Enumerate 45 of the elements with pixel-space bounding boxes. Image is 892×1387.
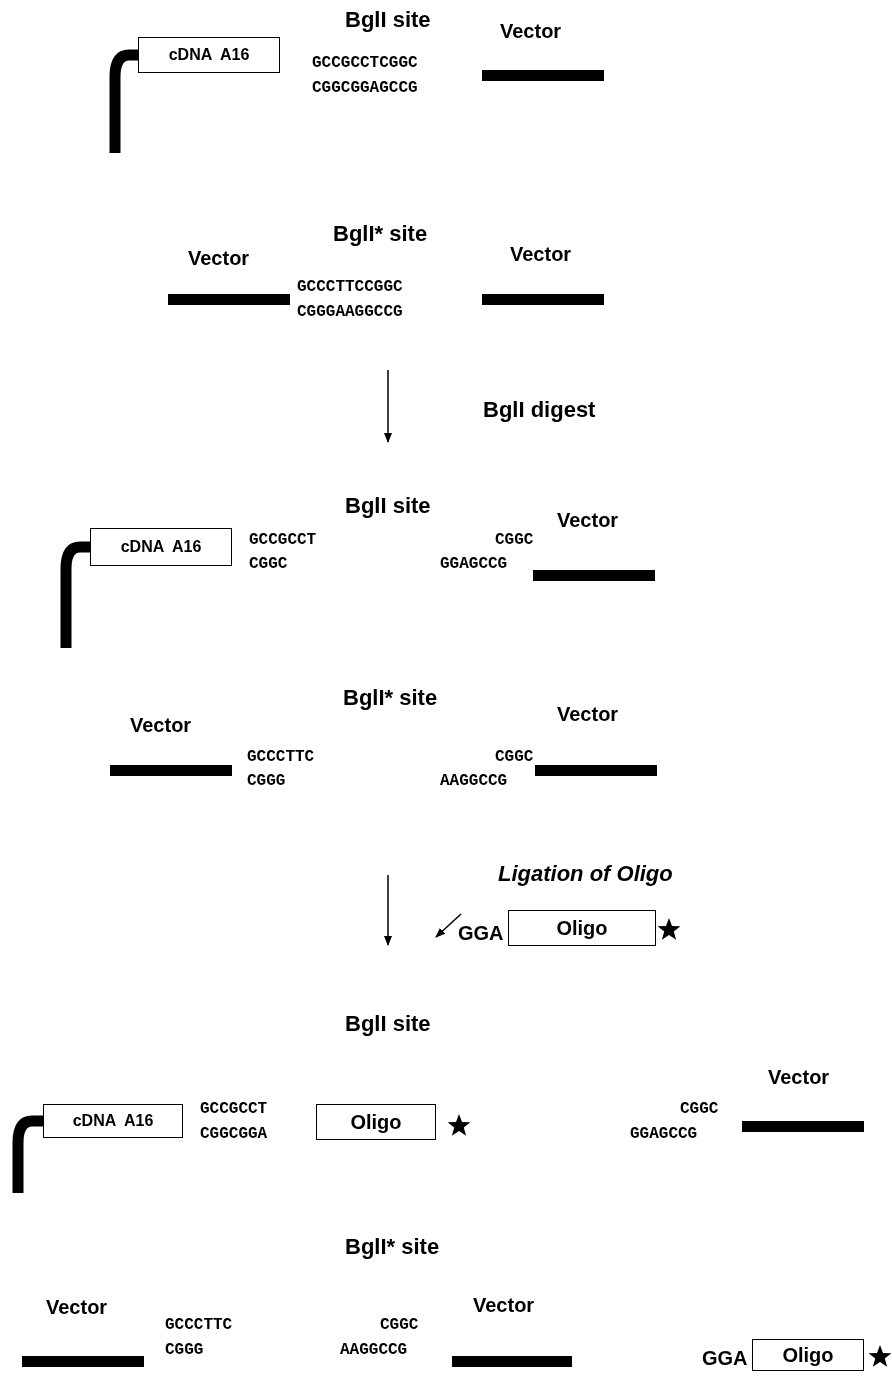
sequence-text: CGGCGGA xyxy=(200,1126,268,1144)
sequence-text: CGGC xyxy=(380,1317,419,1335)
sequence-text: CGGG xyxy=(165,1342,204,1360)
labelled-box: cDNA A16 xyxy=(43,1104,183,1138)
sequence-text: GGA xyxy=(702,1347,748,1369)
part-label: Vector xyxy=(768,1066,830,1088)
sequence-text: CGGGAAGGCCG xyxy=(297,304,403,322)
part-label: Vector xyxy=(557,509,619,531)
labelled-box: Oligo xyxy=(508,910,656,946)
sequence-text: GCCCTTCCGGC xyxy=(297,279,403,297)
sequence-text: CGGCGGAGCCG xyxy=(312,80,418,98)
part-label: Vector xyxy=(130,714,192,736)
heading: BglI digest xyxy=(483,398,596,423)
sequence-text: GCCGCCT xyxy=(200,1101,268,1119)
heading: BglI site xyxy=(345,494,431,519)
sequence-text: GGAGCCG xyxy=(630,1126,698,1144)
heading: BglI* site xyxy=(333,222,428,247)
sequence-text: CGGC xyxy=(680,1101,719,1119)
sequence-text: AAGGCCG xyxy=(340,1342,408,1360)
part-label: Vector xyxy=(557,703,619,725)
sequence-text: CGGC xyxy=(495,532,534,550)
step-label: Ligation of Oligo xyxy=(498,862,673,887)
labelled-box: Oligo xyxy=(316,1104,436,1140)
labelled-box: Oligo xyxy=(752,1339,864,1371)
part-label: Vector xyxy=(500,20,562,42)
part-label: Vector xyxy=(46,1296,108,1318)
sequence-text: GGA xyxy=(458,922,504,944)
sequence-text: CGGC xyxy=(495,749,534,767)
heading: BglI* site xyxy=(345,1235,440,1260)
sequence-text: GCCGCCT xyxy=(249,532,317,550)
labelled-box: cDNA A16 xyxy=(138,37,280,73)
sequence-text: GCCGCCTCGGC xyxy=(312,55,418,73)
part-label: Vector xyxy=(510,243,572,265)
labelled-box: cDNA A16 xyxy=(90,528,232,566)
sequence-text: CGGC xyxy=(249,556,288,574)
part-label: Vector xyxy=(473,1294,535,1316)
heading: BglI site xyxy=(345,8,431,33)
sequence-text: GCCCTTC xyxy=(247,749,315,767)
heading: BglI* site xyxy=(343,686,438,711)
heading: BglI site xyxy=(345,1012,431,1037)
sequence-text: GGAGCCG xyxy=(440,556,508,574)
sequence-text: CGGG xyxy=(247,773,286,791)
sequence-text: AAGGCCG xyxy=(440,773,508,791)
part-label: Vector xyxy=(188,247,250,269)
sequence-text: GCCCTTC xyxy=(165,1317,233,1335)
